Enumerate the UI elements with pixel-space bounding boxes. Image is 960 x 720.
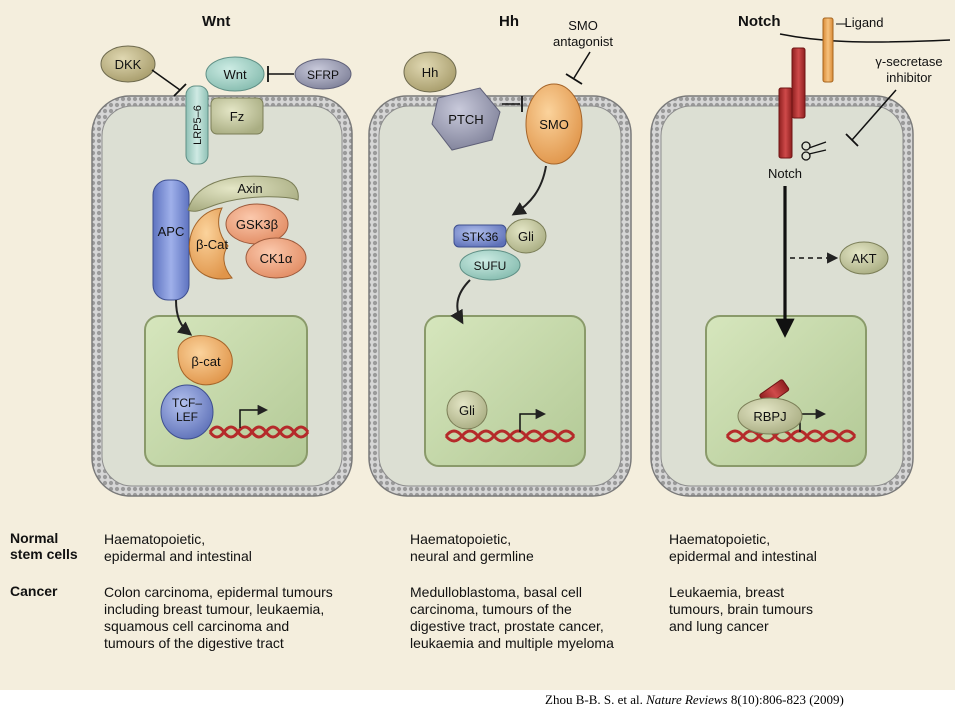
svg-text:CK1α: CK1α: [260, 251, 293, 266]
svg-text:Notch: Notch: [768, 166, 802, 181]
notch-rbpj: RBPJ: [737, 397, 803, 435]
gamma-inhibition-line: [851, 89, 897, 141]
svg-text:RBPJ: RBPJ: [753, 409, 786, 424]
hh-gli-cytoplasmic: Gli: [505, 218, 547, 254]
svg-text:GSK3β: GSK3β: [236, 217, 278, 232]
hh-sufu: SUFU: [459, 249, 521, 281]
gamma-secretase-label: γ-secretase: [875, 54, 942, 69]
hh-dna: [444, 408, 576, 443]
hh-normal-text: Haematopoietic, neural and germline: [410, 531, 534, 564]
smo-antagonist-line: [573, 51, 591, 79]
svg-text:LRP5–6: LRP5–6: [192, 105, 204, 145]
wnt-bcat-complex: β-Cat: [188, 207, 233, 280]
hh-ptch: PTCH: [431, 87, 501, 151]
wnt-tcf-lef: TCF– LEF: [160, 384, 214, 440]
notch-akt: AKT: [839, 241, 889, 275]
notch-cancer-text: Leukaemia, breast tumours, brain tumours…: [669, 584, 813, 634]
hh-transcription-arrow: [519, 408, 547, 432]
wnt-title: Wnt: [202, 13, 230, 30]
smo-signal-arrow: [511, 165, 547, 216]
hh-cell: [368, 95, 632, 497]
smo-antagonist-bar: [565, 73, 583, 85]
dkk-inhibition-bar: [173, 83, 187, 97]
wnt-nucleus: [144, 315, 308, 467]
smo-antagonist-label: SMO: [568, 18, 598, 33]
neighbour-cell-membrane: [779, 33, 951, 43]
svg-text:β-Cat: β-Cat: [196, 237, 228, 252]
svg-text:Gli: Gli: [459, 403, 475, 418]
wnt-fz: Fz: [210, 97, 264, 135]
wnt-transcription-arrow: [239, 404, 269, 428]
svg-text:β-cat: β-cat: [191, 354, 221, 369]
wnt-dna: [208, 404, 310, 439]
normal-stem-cells-label: Normal stem cells: [10, 530, 78, 562]
gamma-inhibition-bar: [845, 133, 859, 147]
notch-receptor: Notch: [768, 47, 806, 181]
wnt-normal-text: Haematopoietic, epidermal and intestinal: [104, 531, 252, 564]
svg-text:SFRP: SFRP: [307, 68, 339, 82]
citation: Zhou B-B. S. et al. Nature Reviews 8(10)…: [545, 692, 844, 708]
wnt-gsk3b: GSK3β: [225, 203, 289, 245]
gli-translocation-arrow: [450, 279, 471, 325]
svg-text:LEF: LEF: [176, 410, 198, 424]
wnt-axin: Axin: [187, 175, 299, 212]
wnt-apc: APC: [152, 179, 190, 301]
hh-title: Hh: [499, 13, 519, 30]
ligand-label: Ligand: [844, 15, 883, 30]
svg-text:Axin: Axin: [237, 181, 262, 196]
scissors-icon: [801, 141, 827, 161]
svg-text:SUFU: SUFU: [474, 259, 507, 273]
wnt-cancer-text: Colon carcinoma, epidermal tumours inclu…: [104, 584, 333, 651]
svg-text:inhibitor: inhibitor: [886, 70, 932, 85]
svg-text:Wnt: Wnt: [223, 67, 247, 82]
svg-text:STK36: STK36: [462, 230, 499, 244]
cancer-label: Cancer: [10, 583, 58, 599]
wnt-bcat-nuclear: β-cat: [177, 335, 233, 386]
notch-normal-text: Haematopoietic, epidermal and intestinal: [669, 531, 817, 564]
hh-gli-nuclear: Gli: [446, 390, 488, 430]
svg-text:Fz: Fz: [230, 109, 244, 124]
dkk-inhibition-line: [151, 69, 181, 91]
svg-text:TCF–: TCF–: [172, 396, 202, 410]
wnt-ligand: Wnt: [205, 56, 265, 92]
wnt-dkk: DKK: [100, 45, 156, 83]
hh-cancer-text: Medulloblastoma, basal cell carcinoma, t…: [410, 584, 614, 651]
wnt-ck1a: CK1α: [245, 237, 307, 279]
hh-ligand: Hh: [403, 51, 457, 93]
citation-authors: Zhou B-B. S. et al.: [545, 692, 643, 707]
wnt-lrp: LRP5–6: [185, 85, 209, 165]
hh-nucleus: [424, 315, 586, 467]
hh-smo: SMO: [525, 83, 583, 165]
svg-text:DKK: DKK: [115, 57, 142, 72]
svg-text:Gli: Gli: [518, 229, 534, 244]
ligand-bar: [822, 17, 834, 83]
hh-stk36: STK36: [453, 224, 507, 248]
svg-text:APC: APC: [158, 224, 185, 239]
svg-text:Hh: Hh: [422, 65, 439, 80]
wnt-sfrp: SFRP: [294, 58, 352, 90]
citation-ref: 8(10):806-823 (2009): [730, 692, 844, 707]
wnt-bcat-translocation-arrow: [175, 299, 193, 336]
svg-text:antagonist: antagonist: [553, 34, 613, 49]
svg-text:AKT: AKT: [851, 251, 876, 266]
citation-journal: Nature Reviews: [646, 692, 728, 707]
svg-text:PTCH: PTCH: [448, 112, 483, 127]
notch-title: Notch: [738, 13, 781, 30]
svg-text:SMO: SMO: [539, 117, 569, 132]
